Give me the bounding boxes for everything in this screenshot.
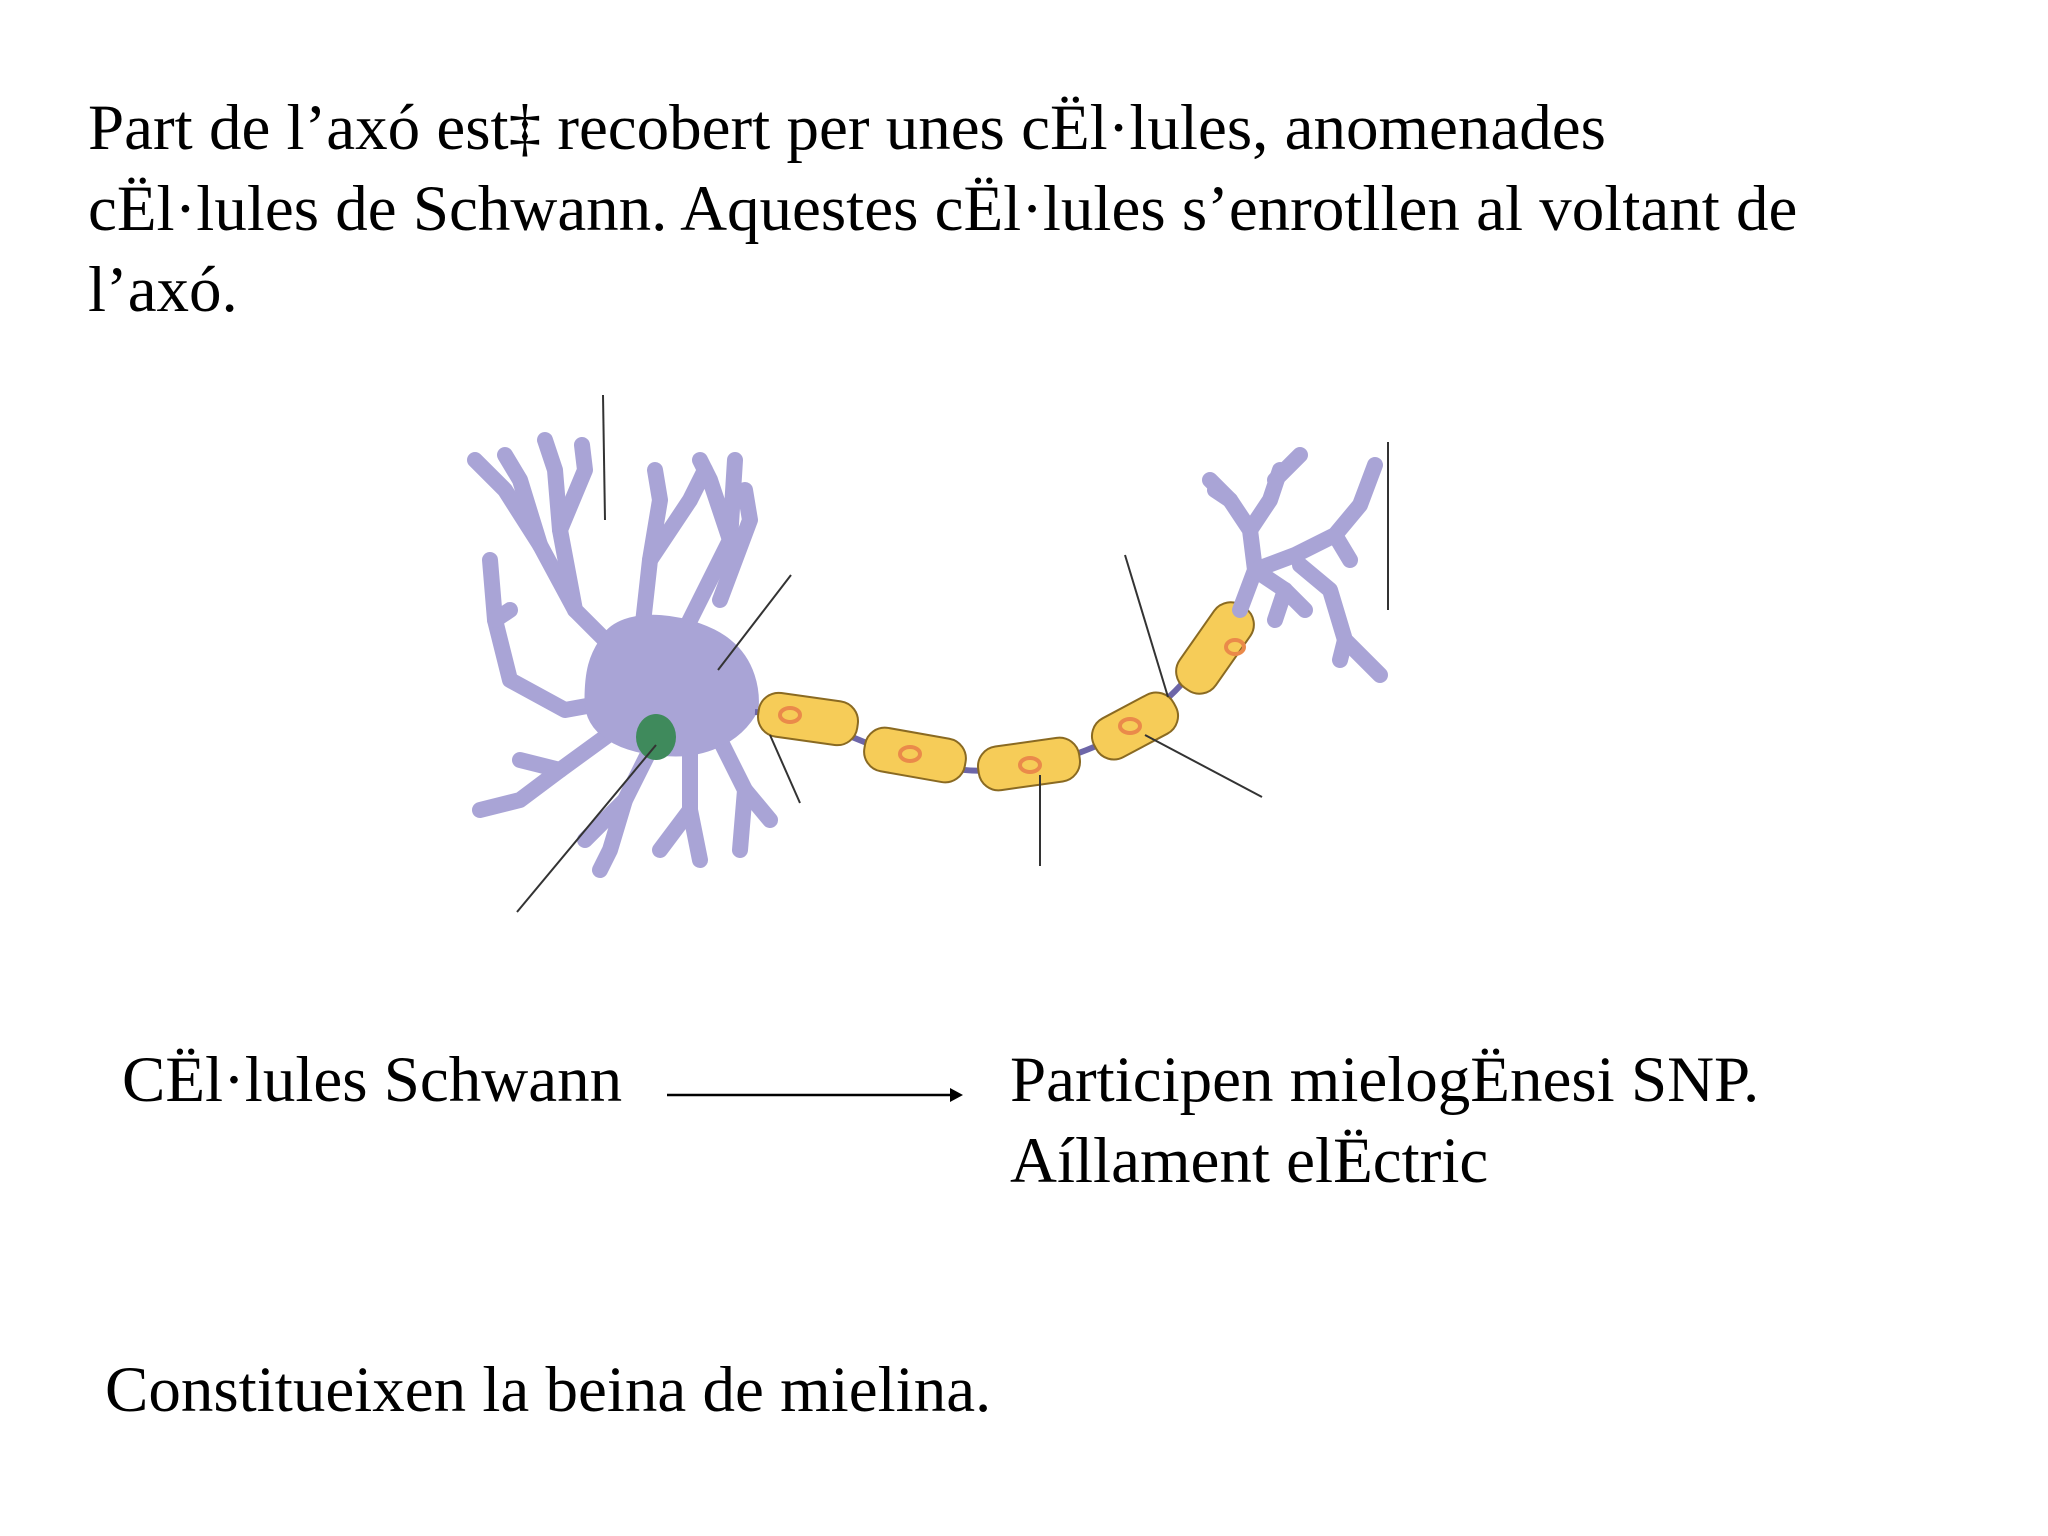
- pointer-line-soma: [769, 734, 801, 804]
- axon-terminals: [1202, 447, 1388, 683]
- schwann-functions: Participen mielogËnesi SNP. Aíllament el…: [1010, 1040, 1759, 1202]
- pointer-line-dendrites: [602, 394, 606, 521]
- schwann-nucleus: [778, 706, 802, 724]
- intro-paragraph: Part de l’axó est‡ recobert per unes cËl…: [88, 88, 1988, 331]
- pointer-line-schwann: [1144, 734, 1263, 798]
- neuron-nucleus: [636, 714, 676, 760]
- label-pointer-lines: [516, 394, 1389, 913]
- right-arrow-icon: [667, 1088, 963, 1102]
- intro-line-3: l’axó.: [88, 254, 238, 326]
- schwann-nucleus: [1118, 717, 1142, 735]
- schwann-cell: [977, 736, 1081, 792]
- intro-line-2: cËl·lules de Schwann. Aquestes cËl·lules…: [88, 173, 1798, 245]
- conclusion-text: Constitueixen la beina de mielina.: [105, 1354, 992, 1426]
- dendrites: [467, 432, 778, 878]
- neuron-soma: [584, 614, 759, 757]
- schwann-cell: [757, 691, 859, 747]
- pointer-line-axon-hillock: [717, 574, 792, 671]
- pointer-line-node: [1124, 554, 1169, 698]
- function-line-1: Participen mielogËnesi SNP.: [1010, 1044, 1760, 1116]
- schwann-cell: [863, 726, 967, 784]
- pointer-line-nucleus: [516, 744, 657, 913]
- function-line-2: Aíllament elËctric: [1010, 1125, 1489, 1197]
- intro-line-1: Part de l’axó est‡ recobert per unes cËl…: [88, 92, 1606, 164]
- schwann-nucleus: [898, 745, 922, 763]
- myelin-sheath: [757, 601, 1255, 792]
- neuron-cell-body: [467, 432, 1388, 878]
- schwann-nucleus: [1224, 638, 1246, 656]
- neuron-diagram: [467, 394, 1389, 913]
- schwann-cells-label: CËl·lules Schwann: [122, 1044, 623, 1116]
- schwann-cell: [1090, 691, 1180, 761]
- schwann-nucleus: [1018, 756, 1042, 774]
